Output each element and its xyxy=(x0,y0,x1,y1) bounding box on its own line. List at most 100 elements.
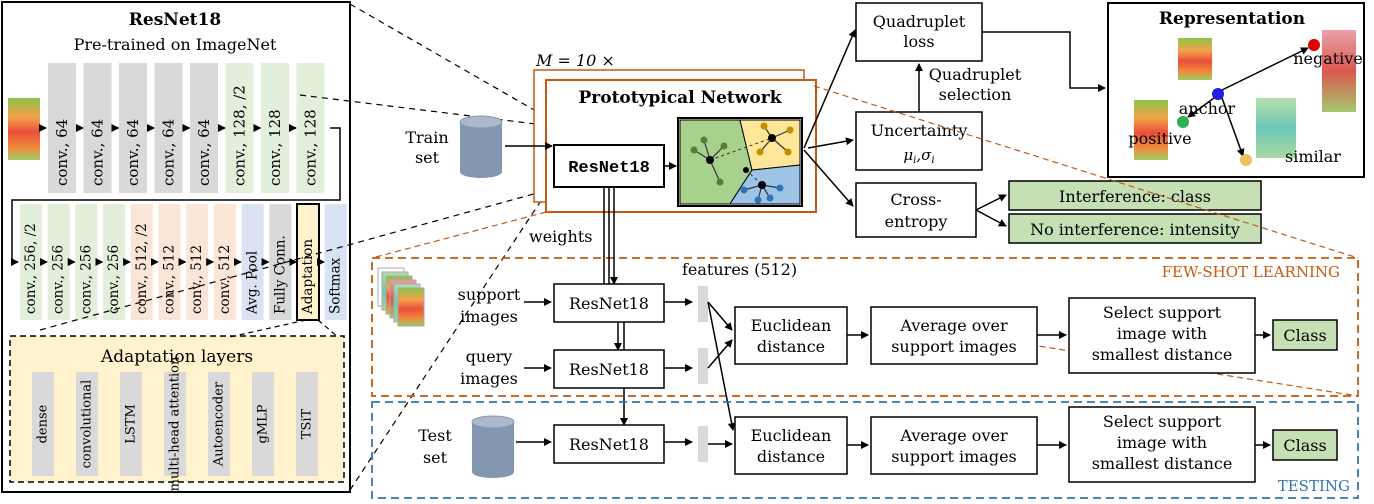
query-feature-vector xyxy=(698,348,708,384)
resnet-layer-block xyxy=(130,204,153,320)
resnet-layer-label: conv., 64 xyxy=(124,119,142,186)
protonet-title: Prototypical Network xyxy=(578,88,782,108)
test-class-label: Class xyxy=(1283,436,1326,455)
adaptation-layers-title: Adaptation layers xyxy=(100,347,253,367)
negative-spectrogram xyxy=(1322,30,1356,112)
adaptation-option-label: multi-head attention xyxy=(168,356,183,491)
anchor-point xyxy=(1212,88,1224,100)
resnet-panel-title: ResNet18 xyxy=(129,10,221,30)
adaptation-option-label: dense xyxy=(36,404,51,443)
testing-section-label: TESTING xyxy=(1278,477,1350,495)
adaptation-option-label: gMLP xyxy=(256,404,271,443)
positive-point xyxy=(1177,116,1189,128)
resnet-layer-block xyxy=(158,204,181,320)
resnet-layer-block xyxy=(241,204,264,320)
similar-point xyxy=(1240,154,1252,166)
test-resnet18-label: ResNet18 xyxy=(569,435,649,454)
query-resnet18-label: ResNet18 xyxy=(569,360,649,379)
adaptation-option-block xyxy=(120,372,142,476)
resnet-layer-block xyxy=(119,63,147,193)
resnet-layer-block xyxy=(213,204,236,320)
fsl-select-box xyxy=(1068,297,1256,374)
resnet-layer-block xyxy=(324,204,347,320)
resnet-layer-label: Adaptation xyxy=(300,239,316,315)
resnet-layer-label: conv., 64 xyxy=(160,119,178,186)
support-resnet18-box xyxy=(553,283,665,323)
adaptation-option-label: LSTM xyxy=(124,404,139,444)
fsl-class-box xyxy=(1272,319,1338,351)
resnet-layer-block xyxy=(75,204,98,320)
adaptation-option-block xyxy=(32,372,54,476)
adaptation-option-block xyxy=(252,372,274,476)
no-interference-box xyxy=(1008,213,1262,244)
resnet-layer-label: conv., 64 xyxy=(53,119,71,186)
support-resnet18-label: ResNet18 xyxy=(569,294,649,313)
resnet-layer-label: conv., 64 xyxy=(89,119,107,186)
resnet-row1-layers: conv., 64 conv., 64 conv., 64 conv., 64 conv… xyxy=(48,63,325,193)
test-feature-vector xyxy=(698,426,708,462)
fsl-class-label: Class xyxy=(1283,326,1326,345)
negative-point xyxy=(1308,39,1320,51)
cross-entropy-box xyxy=(855,182,977,238)
test-set-database-icon xyxy=(471,415,515,478)
resnet-layer-label: conv., 128 xyxy=(266,109,284,186)
resnet-layer-block xyxy=(186,204,209,320)
resnet-layer-label: conv., 256, /2 xyxy=(23,223,39,314)
test-euclidean-box xyxy=(734,416,848,475)
uncertainty-params: μi,σi xyxy=(903,146,934,166)
support-feature-vector xyxy=(698,286,708,322)
resnet-layer-label: Fully Conn. xyxy=(272,235,288,314)
resnet-layer-label: conv., 512 xyxy=(162,245,178,314)
resnet-panel-subtitle: Pre-trained on ImageNet xyxy=(74,35,277,54)
positive-spectrogram xyxy=(1134,100,1168,160)
testing-section xyxy=(371,401,1359,499)
no-interference-label: No interference: intensity xyxy=(1030,220,1240,239)
adaptation-option-label: Autoencoder xyxy=(212,381,227,467)
few-shot-section-label: FEW-SHOT LEARNING xyxy=(1162,263,1340,281)
adaptation-option-label: convolutional xyxy=(80,380,95,469)
test-class-box xyxy=(1272,429,1338,461)
cross-entropy-label: Cross-entropy xyxy=(885,190,948,231)
fsl-average-box xyxy=(870,306,1038,365)
prototype-regions-illustration xyxy=(677,117,803,207)
input-spectrogram xyxy=(8,98,40,160)
resnet-layer-label: conv., 256 xyxy=(78,245,94,314)
train-set-database-icon xyxy=(459,115,503,178)
resnet-layer-label: conv., 256 xyxy=(106,245,122,314)
uncertainty-box xyxy=(855,111,983,171)
resnet-row2-layers: conv., 256, /2 conv., 256 conv., 256 conv.,… xyxy=(20,203,347,321)
adaptation-option-block xyxy=(76,372,98,476)
resnet-layer-label: conv., 128, /2 xyxy=(231,85,249,186)
similar-spectrogram xyxy=(1256,98,1296,158)
interference-class-box xyxy=(1008,180,1262,211)
adaptation-layer-list: dense convolutional LSTM multi-head attenti… xyxy=(32,356,318,491)
resnet-layer-block xyxy=(154,63,183,193)
features-label: features (512) xyxy=(682,260,797,279)
resnet-layer-label: conv., 512, /2 xyxy=(134,223,150,314)
multiplier-label: M = 10 × xyxy=(535,51,615,70)
resnet-layer-block xyxy=(261,63,289,193)
row-connector-arrow xyxy=(11,127,341,266)
resnet-layer-label: conv., 512 xyxy=(189,245,205,314)
protonet-resnet18-label: ResNet18 xyxy=(568,159,650,178)
test-average-box xyxy=(870,416,1038,475)
query-resnet18-box xyxy=(553,349,665,389)
positive-label: positive xyxy=(1128,129,1191,148)
resnet-layer-label: conv., 256 xyxy=(51,245,67,314)
resnet-layer-block xyxy=(83,63,112,193)
test-select-box xyxy=(1068,406,1256,483)
resnet-layer-label: conv., 64 xyxy=(195,119,213,186)
adaptation-option-label: TSiT xyxy=(300,408,315,439)
resnet-layer-label: Avg. Pool xyxy=(245,251,261,315)
